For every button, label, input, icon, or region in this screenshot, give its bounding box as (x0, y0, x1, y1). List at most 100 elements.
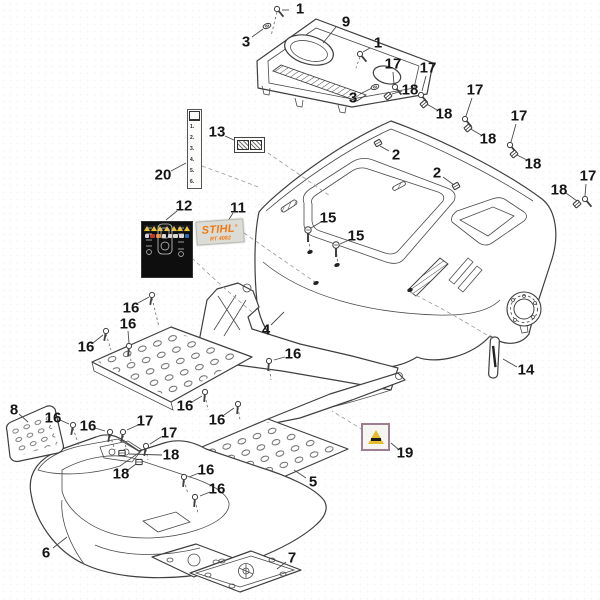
callout-leader (379, 145, 390, 152)
mower-arrow-pictogram-icon (250, 140, 263, 150)
callout-leader (510, 123, 517, 143)
callout-4: 4 (262, 322, 271, 339)
part-7-cover-plate (189, 550, 302, 593)
callout-16: 16 (120, 316, 137, 333)
callout-1: 1 (374, 35, 382, 52)
callout-18: 18 (525, 156, 542, 173)
screw-axis-line (204, 394, 209, 411)
callout-1: 1 (296, 1, 304, 18)
callout-leader (191, 395, 203, 403)
callout-leader (92, 334, 104, 344)
height-scale-step: 5. (190, 168, 195, 174)
instruction-pictogram (161, 233, 167, 239)
callout-leader (465, 97, 473, 117)
screw-glyph (146, 291, 156, 307)
warning-triangle-icon (177, 226, 184, 231)
callout-9: 9 (342, 14, 350, 31)
screw-axis-line (270, 11, 278, 37)
height-scale-items: 1.2.3.4.5.6. (188, 122, 201, 188)
callout-leader (165, 210, 178, 221)
callout-leader (127, 330, 130, 344)
fuel-cap (506, 291, 542, 334)
part-19-warning-decal (361, 423, 390, 451)
callout-16: 16 (78, 339, 95, 356)
callout-3: 3 (242, 34, 250, 51)
callout-16: 16 (45, 410, 62, 427)
position-reference-line (261, 148, 331, 197)
callout-leader (126, 424, 139, 431)
callout-leader (52, 536, 68, 549)
callout-8: 8 (10, 402, 18, 419)
part-8-mat (5, 405, 65, 463)
callout-leader (188, 472, 200, 478)
instruction-pictogram (150, 233, 155, 239)
callout-leader (199, 491, 211, 497)
part-11-stihl-model-decal: STIHL® RT 4082 (195, 218, 245, 246)
height-scale-icon (189, 111, 200, 121)
callout-leader (442, 176, 455, 186)
screw-glyph (200, 388, 209, 404)
position-reference-line (409, 291, 496, 341)
callout-leader (584, 183, 587, 197)
part-4-hood (254, 120, 557, 369)
decal-position-dot (313, 280, 319, 286)
clip-glyph (118, 449, 126, 457)
stihl-logo-text: STIHL® (201, 222, 239, 238)
height-scale-step: 4. (190, 157, 195, 163)
callout-12: 12 (176, 198, 193, 215)
callout-leader (128, 453, 163, 456)
callout-16: 16 (198, 462, 215, 479)
callout-leader (390, 442, 399, 450)
instruction-pictogram (173, 233, 178, 239)
position-reference-line (243, 232, 316, 283)
callout-2: 2 (433, 165, 441, 182)
part-6-footwell (29, 434, 327, 579)
screw-axis-line (122, 434, 127, 449)
callout-leader (339, 239, 350, 245)
callout-5: 5 (309, 474, 317, 491)
warning-triangle-icon (170, 226, 177, 231)
instruction-pictogram (144, 233, 150, 239)
callout-17: 17 (420, 60, 437, 77)
mower-pictogram-icon (236, 140, 249, 150)
height-scale-step: 2. (190, 135, 195, 141)
warning-triangle-icon (157, 226, 164, 231)
position-reference-line (191, 257, 253, 313)
clip-glyph (135, 458, 143, 466)
warning-triangle-icon (150, 226, 157, 231)
part-9-console (256, 18, 434, 114)
callout-20: 20 (155, 167, 172, 184)
callout-3: 3 (349, 90, 357, 107)
callout-leader (170, 162, 187, 172)
callout-leader (565, 192, 578, 202)
callout-18: 18 (402, 82, 419, 99)
callout-leader (59, 419, 70, 425)
callout-17: 17 (137, 413, 154, 430)
callout-18: 18 (436, 106, 453, 123)
callout-leader (362, 47, 371, 53)
callout-leader (18, 413, 29, 423)
callout-14: 14 (518, 362, 535, 379)
callout-19: 19 (397, 445, 414, 462)
callout-17: 17 (511, 108, 528, 125)
screw-axis-line (151, 297, 160, 328)
callout-leader (276, 561, 287, 570)
callout-leader (251, 28, 264, 38)
reference-lines (191, 148, 496, 431)
part-13-instruction-mini-decal (234, 137, 265, 153)
callout-16: 16 (177, 398, 194, 415)
instruction-pictogram (184, 233, 190, 239)
callout-15: 15 (348, 228, 365, 245)
callout-leader (310, 221, 322, 229)
callout-17: 17 (161, 425, 178, 442)
instruction-pictogram (167, 233, 173, 239)
callout-leader (137, 296, 150, 304)
height-scale-step: 3. (190, 146, 195, 152)
screw-axis-line (72, 427, 80, 447)
screw-axis-line (355, 56, 361, 69)
position-reference-line (201, 165, 259, 188)
callout-17: 17 (580, 168, 597, 185)
callout-7: 7 (288, 550, 296, 567)
